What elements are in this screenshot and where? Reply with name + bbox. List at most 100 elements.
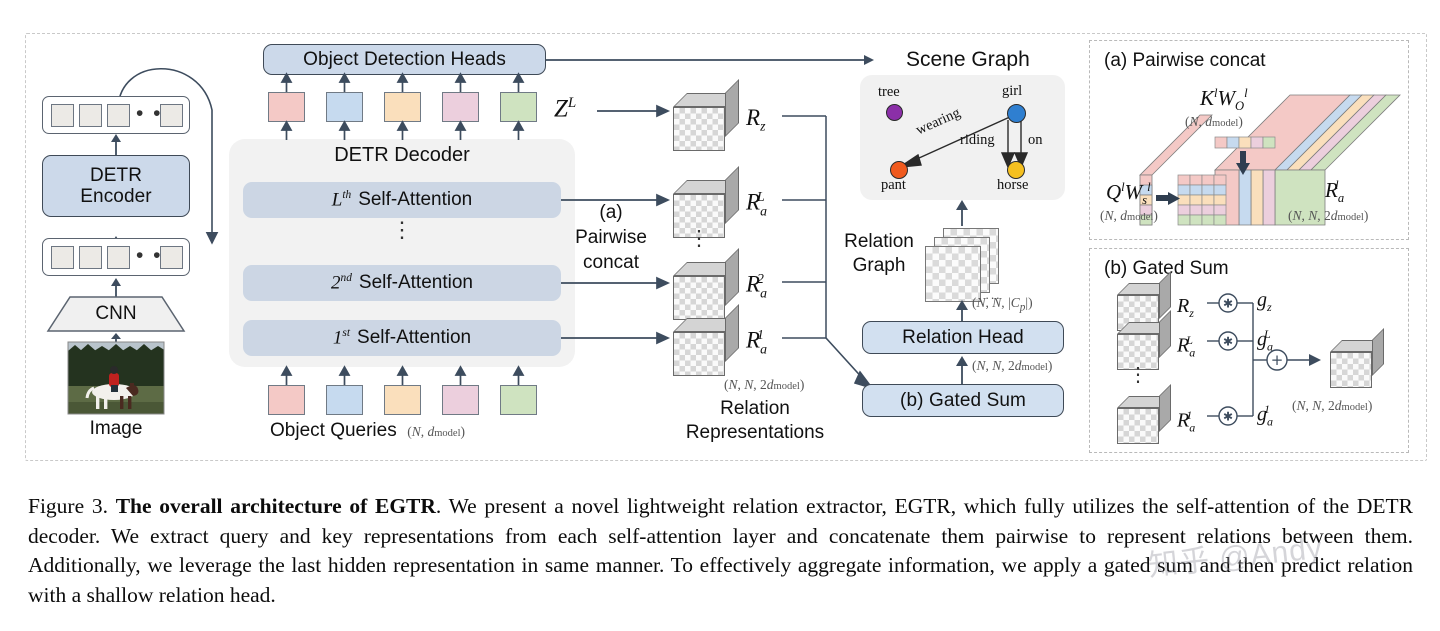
relation-head-box[interactable]: Relation Head (862, 321, 1064, 354)
svg-text:✱: ✱ (1223, 297, 1233, 311)
scene-graph-node-horse-label: horse (997, 177, 1029, 193)
panel-b-cube-output (1330, 328, 1384, 388)
panel-a-title: (a) Pairwise concat (1104, 50, 1266, 71)
relation-cube-rz (673, 79, 739, 151)
scene-graph-node-girl-label: girl (1002, 83, 1023, 99)
self-attention-layer-2-label: Self-Attention (358, 272, 473, 293)
arrow-relhead-to-sheets (956, 300, 968, 322)
decoder-output-embedding (442, 92, 479, 122)
detr-encoder-label-line1: DETR (89, 165, 143, 186)
panel-b-gate-ga1: ga1 (1257, 402, 1273, 429)
decoder-output-embedding (268, 92, 305, 122)
gated-sum-label: (b) Gated Sum (900, 389, 1026, 411)
panel-b-out-dims: (N, N, 2dmodel) (1292, 398, 1373, 413)
relation-head-input-dims: (N, N, 2dmodel) (972, 358, 1053, 373)
arrow-gatedsum-to-relhead (956, 356, 968, 384)
decoder-output-embedding (384, 92, 421, 122)
svg-text:✱: ✱ (1223, 410, 1233, 424)
scene-graph-node-tree-label: tree (878, 84, 900, 100)
figure-outer-dashed-frame (25, 33, 1427, 461)
token-cell (51, 104, 74, 127)
relation-reps-dims: (N, N, 2dmodel) (724, 377, 805, 392)
panel-b-cube-ra1 (1117, 384, 1171, 444)
self-attention-layer-L-label: Self-Attention (358, 189, 473, 210)
panel-b-cube-ral (1117, 310, 1171, 370)
detr-encoder-label-line2: Encoder (80, 186, 152, 207)
scene-graph-node-horse (1007, 161, 1025, 179)
relation-graph-title: Relation Graph (833, 230, 925, 278)
token-cell (51, 246, 74, 269)
relation-graph-line2: Graph (852, 255, 906, 276)
relation-reps-line1: Relation (720, 398, 790, 419)
object-query-box (384, 385, 421, 415)
arrows-decoder-out (280, 72, 525, 140)
object-queries-dims: (N, dmodel) (407, 424, 465, 439)
cnn-trapezoid[interactable] (46, 296, 186, 333)
token-cell (160, 104, 183, 127)
gated-sum-box[interactable]: (b) Gated Sum (862, 384, 1064, 417)
decoder-vertical-ellipsis: ⋮ (391, 217, 413, 242)
scene-graph-edge-riding: riding (960, 132, 995, 148)
svg-text:✱: ✱ (1223, 335, 1233, 349)
relation-cube-rz-label: Rz (746, 105, 766, 134)
scene-graph-node-pant-label: pant (881, 177, 906, 193)
object-queries-label: Object Queries (270, 420, 397, 441)
token-cell (79, 246, 102, 269)
arrow-relgraph-to-scenegraph (956, 200, 968, 226)
panel-b-title: (b) Gated Sum (1104, 258, 1229, 279)
panel-b-gating-wiring: ✱ ✱ ✱ + (1207, 293, 1321, 426)
panel-b-rep-ral: RaL (1177, 333, 1196, 360)
relation-cube-ra2 (673, 248, 739, 320)
panel-b-gate-gal: gaL (1257, 327, 1273, 354)
arrows-queries-to-decoder (280, 365, 525, 385)
encoder-output-tokens: • • • (42, 96, 190, 134)
token-cell (107, 246, 130, 269)
detr-decoder-title: DETR Decoder (334, 144, 470, 166)
encoder-skip-connection (117, 67, 219, 245)
pairwise-line1: Pairwise (575, 227, 647, 248)
z-l-label: ZL (554, 95, 577, 123)
cnn-feature-tokens: • • • (42, 238, 190, 276)
object-detection-heads-box[interactable]: Object Detection Heads (263, 44, 546, 75)
panel-a-q-dims: (N, dmodel) (1100, 208, 1158, 223)
token-cell (107, 104, 130, 127)
object-query-box (268, 385, 305, 415)
caption-rest: . We present a novel lightweight relatio… (28, 494, 1414, 607)
relation-representations-title: Relation Representations (650, 397, 860, 445)
panel-b-dashed-frame (1089, 248, 1409, 453)
relation-cube-ra1 (673, 304, 739, 376)
panel-a-diagram (1139, 94, 1401, 226)
bus-cubes-to-gated-sum (782, 115, 875, 390)
object-query-box (326, 385, 363, 415)
panel-a-k-label: KlWOl (1200, 86, 1248, 114)
self-attention-layer-L[interactable]: Lth Self-Attention (243, 182, 561, 218)
input-image-thumbnail (67, 341, 165, 415)
self-attention-layer-1-label: Self-Attention (357, 327, 472, 348)
panel-a-k-dims: (N, dmodel) (1185, 114, 1243, 129)
caption-prefix: Figure 3. (28, 494, 108, 518)
scene-graph-node-girl (1007, 104, 1026, 123)
scene-graph-node-tree (886, 104, 903, 121)
relation-cube-ral (673, 166, 739, 238)
svg-text:+: + (1271, 351, 1284, 369)
self-attention-layer-1[interactable]: 1st Self-Attention (243, 320, 561, 356)
panel-a-out-dims: (N, N, 2dmodel) (1288, 208, 1369, 223)
relation-cubes-vertical-ellipsis: ⋮ (688, 227, 710, 250)
self-attention-layer-2[interactable]: 2nd Self-Attention (243, 265, 561, 301)
scene-graph-title: Scene Graph (906, 48, 1030, 71)
relation-graph-sheets-ellipsis: ··· (985, 290, 1001, 305)
cnn-label: CNN (95, 303, 137, 324)
relation-cube-ra2-label: Ra2 (746, 271, 767, 301)
cube-front (673, 107, 725, 151)
relation-graph-line1: Relation (844, 231, 914, 252)
figure-caption: Figure 3. The overall architecture of EG… (28, 492, 1413, 610)
scene-graph-panel: tree girl pant horse wearing riding on (860, 75, 1065, 200)
caption-bold: The overall architecture of EGTR (115, 494, 436, 518)
relation-cube-ral-label: RaL (746, 189, 767, 219)
panel-a-q-label: QlWsl (1106, 180, 1151, 208)
relation-head-label: Relation Head (902, 326, 1024, 348)
detr-encoder-box[interactable]: DETR Encoder (42, 155, 190, 217)
panel-b-gate-gz: gz (1257, 289, 1272, 314)
pairwise-line2: concat (583, 252, 639, 273)
